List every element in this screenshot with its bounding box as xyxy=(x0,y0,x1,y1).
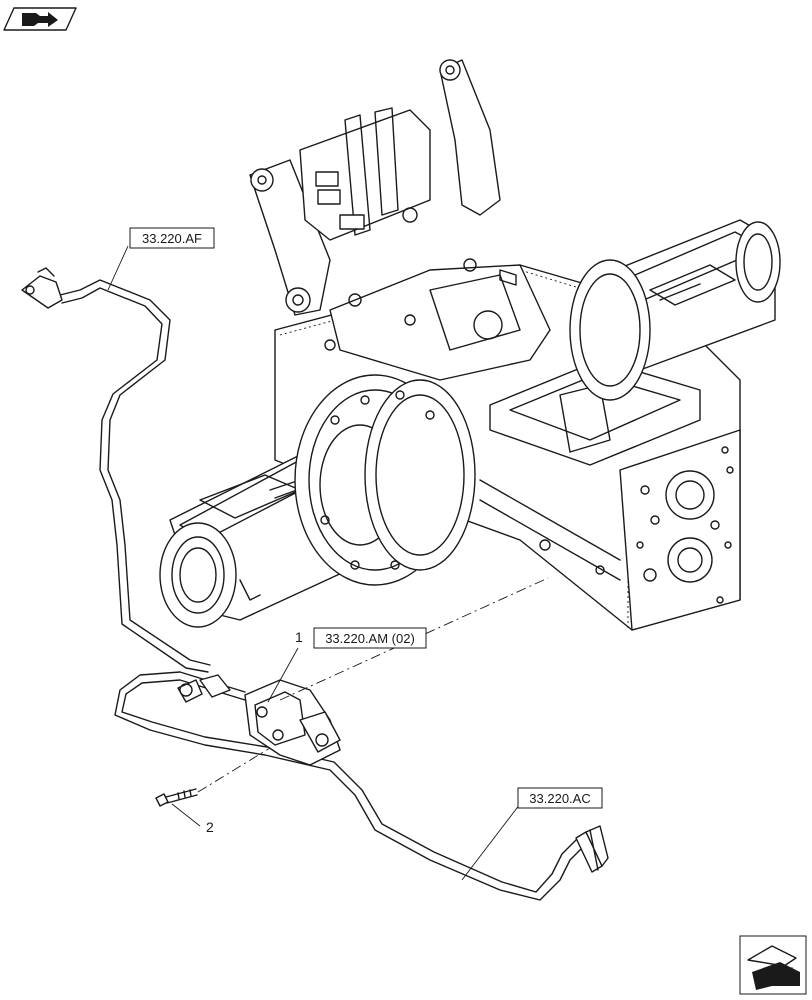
book-arrow-icon[interactable] xyxy=(3,7,77,31)
right-axle-trumpet xyxy=(569,219,781,401)
callout-number-1: 1 xyxy=(295,629,303,645)
bolt-item-2[interactable] xyxy=(155,788,198,807)
ref-label-am-text: 33.220.AM (02) xyxy=(325,631,415,646)
pipe-af xyxy=(21,267,211,673)
ref-label-ac[interactable]: 33.220.AC xyxy=(461,787,603,881)
lift-arms-and-valves xyxy=(249,59,551,381)
next-page-arrow-icon[interactable] xyxy=(739,935,807,995)
ref-label-af[interactable]: 33.220.AF xyxy=(107,227,215,291)
pipe-ac xyxy=(114,671,609,901)
callout-item-2: 2 xyxy=(171,803,214,835)
solenoid-valve-item-1[interactable] xyxy=(177,674,341,766)
ref-label-af-text: 33.220.AF xyxy=(142,231,202,246)
alignment-line-bolt xyxy=(197,747,271,793)
ref-label-am[interactable]: 33.220.AM (02) xyxy=(313,627,427,649)
left-axle-trumpet xyxy=(159,374,476,628)
ref-label-ac-text: 33.220.AC xyxy=(529,791,590,806)
callout-number-2: 2 xyxy=(206,819,214,835)
callout-item-1: 1 xyxy=(267,629,303,703)
